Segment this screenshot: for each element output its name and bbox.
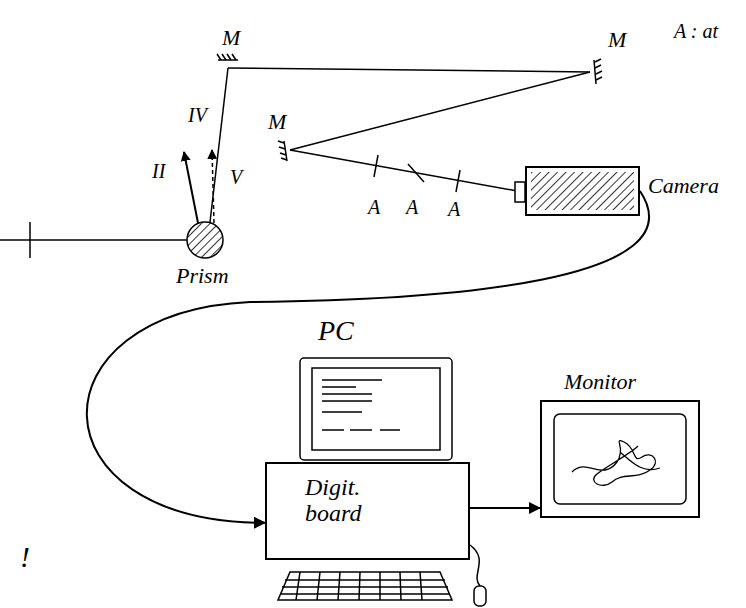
component-label: Prism [176,264,229,288]
component-label: Camera [648,174,719,198]
beam-number: IV [188,104,207,126]
beam-number: V [230,166,242,188]
component-label: PC [318,316,354,347]
monitor-box: Monitor [540,400,700,518]
mirror-label: M [608,28,626,52]
video-arrow [470,507,540,509]
camera-box: Camera [525,166,640,216]
monitor-screen-image [542,402,698,516]
attenuator-label: A [368,196,380,218]
camera-hatching [527,168,638,214]
mirror-label: M [268,110,286,134]
attenuator-note: A : at [674,20,718,42]
digitizer-board-box: Digit. board [265,462,470,560]
board-label: Digit. board [305,474,395,527]
attenuator-label: A [406,196,418,218]
mirror-label: M [222,26,240,50]
note-mark: ! [20,540,30,573]
attenuator-label: A [448,198,460,220]
beam-number: II [152,160,165,182]
component-label: Monitor [564,370,636,394]
